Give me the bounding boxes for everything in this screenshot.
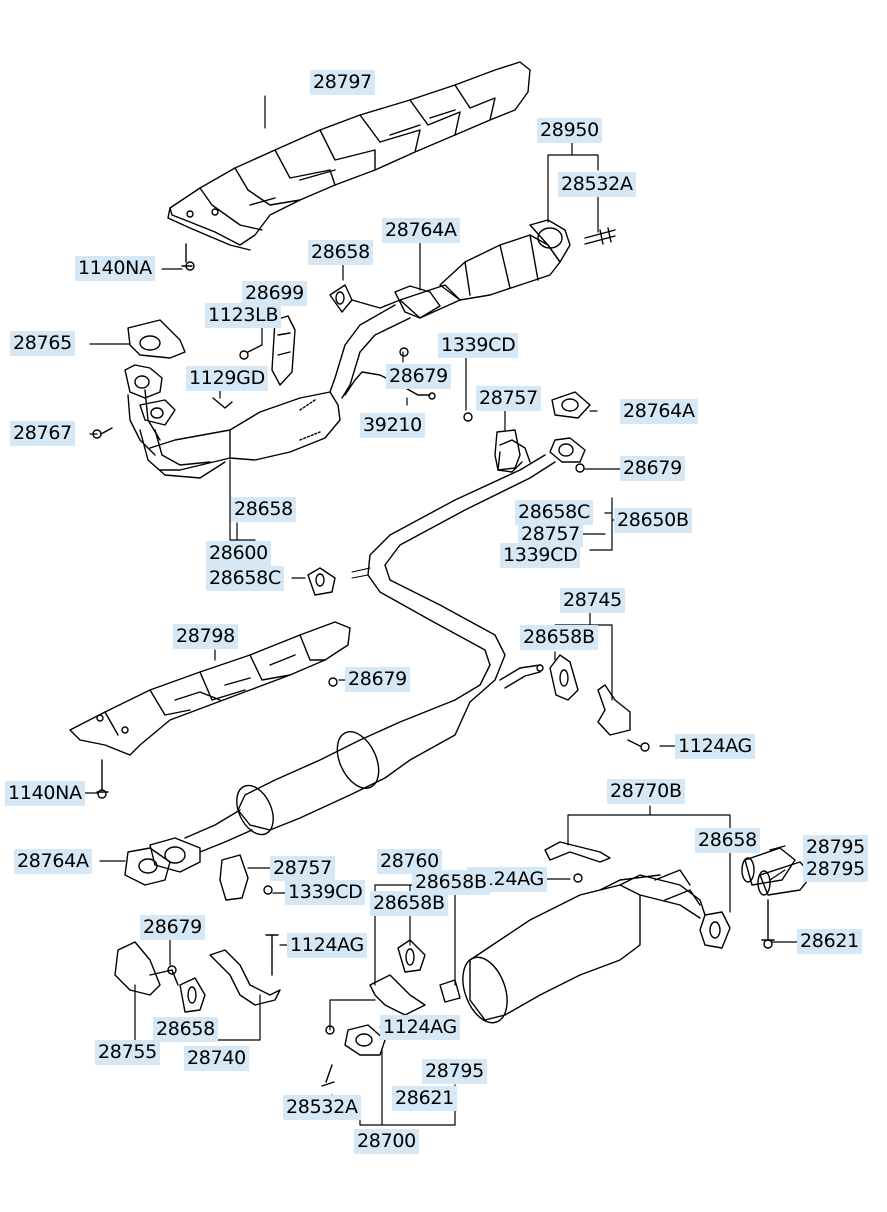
gasket-28764a-bottom [124,847,171,886]
bracket-28755 [114,941,161,996]
part-label-28798[interactable]: 28798 [173,624,238,649]
part-label-28679-b[interactable]: 28679 [620,456,685,481]
bolt-1123lb [239,350,249,360]
part-label-28700[interactable]: 28700 [354,1129,419,1154]
part-label-28658b-a[interactable]: 28658B [412,870,490,895]
part-label-28757-c[interactable]: 28757 [270,856,335,881]
hanger-28658b-right [549,654,579,701]
part-label-28745[interactable]: 28745 [560,588,625,613]
part-label-28795-c[interactable]: 28795 [422,1059,487,1084]
part-label-1339cd-mid[interactable]: 1339CD [438,333,519,358]
part-label-1124ag-d[interactable]: 1124AG [380,1015,460,1040]
part-label-28679-c[interactable]: 28679 [345,667,410,692]
part-label-28621-bottom[interactable]: 28621 [392,1086,457,1111]
part-label-28532a-bottom[interactable]: 28532A [283,1095,361,1120]
catalytic-converter [394,219,616,319]
part-label-1124ag-a[interactable]: 1124AG [675,734,755,759]
part-label-28950[interactable]: 28950 [537,118,602,143]
nut-28679-c [328,677,338,687]
bracket-28745 [597,684,631,736]
hanger-28658-bottom [179,977,206,1013]
o2-sensor-wire [344,299,431,396]
part-label-28757-b[interactable]: 28757 [518,522,583,547]
hanger-28658-top [329,284,353,313]
part-label-1140na-top[interactable]: 1140NA [75,256,155,281]
part-label-28658c-right[interactable]: 28658C [515,500,593,525]
front-pipe-assembly [124,304,411,479]
part-label-28795-a[interactable]: 28795 [803,835,868,860]
part-label-28797[interactable]: 28797 [310,70,375,95]
part-label-28757-a[interactable]: 28757 [476,386,541,411]
part-label-1129gd[interactable]: 1129GD [186,366,268,391]
bolt-1140na-bottom [96,759,109,793]
part-label-1123lb[interactable]: 1123LB [205,303,282,328]
part-label-28740[interactable]: 28740 [184,1046,249,1071]
bracket-28699 [271,315,296,386]
tail-pipe-tips [741,847,813,949]
heat-shield-front [167,61,531,251]
part-label-28679-a[interactable]: 28679 [386,364,451,389]
part-label-28650b[interactable]: 28650B [614,508,692,533]
hanger-28757-c [219,854,249,901]
part-label-28658-mid[interactable]: 28658 [231,497,296,522]
part-label-28658-right[interactable]: 28658 [695,828,760,853]
part-label-28765[interactable]: 28765 [10,331,75,356]
part-label-28658-bottom[interactable]: 28658 [153,1017,218,1042]
hanger-28658c-left [307,567,336,596]
bolt-1129gd [212,397,233,409]
nut-28679-b [575,463,585,473]
part-label-28658-top[interactable]: 28658 [308,240,373,265]
part-label-28767[interactable]: 28767 [10,421,75,446]
center-pipe [149,437,586,873]
part-label-28658b-b[interactable]: 28658B [370,891,448,916]
part-label-28764a-top[interactable]: 28764A [382,218,460,243]
main-muffler [321,841,731,1087]
bolt-1140na-top [181,243,193,267]
part-label-28621-right[interactable]: 28621 [797,929,862,954]
part-label-28795-b[interactable]: 28795 [803,857,868,882]
part-label-28658b-right[interactable]: 28658B [520,625,598,650]
part-label-28760[interactable]: 28760 [377,849,442,874]
gasket-28765 [127,319,186,359]
part-label-28755[interactable]: 28755 [95,1040,160,1065]
gasket-28764a-mid [551,391,591,419]
heat-shield-center [69,621,351,756]
nut-28679-a [399,347,409,357]
part-label-28699[interactable]: 28699 [242,281,307,306]
part-label-28764a-bottom[interactable]: 28764A [14,849,92,874]
part-label-1339cd-bottom[interactable]: 1339CD [285,880,366,905]
part-label-1339cd-right[interactable]: 1339CD [500,543,581,568]
part-label-28679-d[interactable]: 28679 [140,915,205,940]
part-label-1140na-bottom[interactable]: 1140NA [5,781,85,806]
part-label-28600[interactable]: 28600 [206,541,271,566]
part-label-39210[interactable]: 39210 [360,413,425,438]
part-label-1124ag-c[interactable]: 1124AG [287,933,367,958]
part-label-28658c-left[interactable]: 28658C [206,566,284,591]
bracket-28740 [209,949,281,1006]
part-label-28770b[interactable]: 28770B [607,779,685,804]
hanger-28757-a [494,429,521,471]
part-label-28532a-top[interactable]: 28532A [558,172,636,197]
leader-lines [75,95,801,1126]
part-label-28764a-mid[interactable]: 28764A [620,399,698,424]
